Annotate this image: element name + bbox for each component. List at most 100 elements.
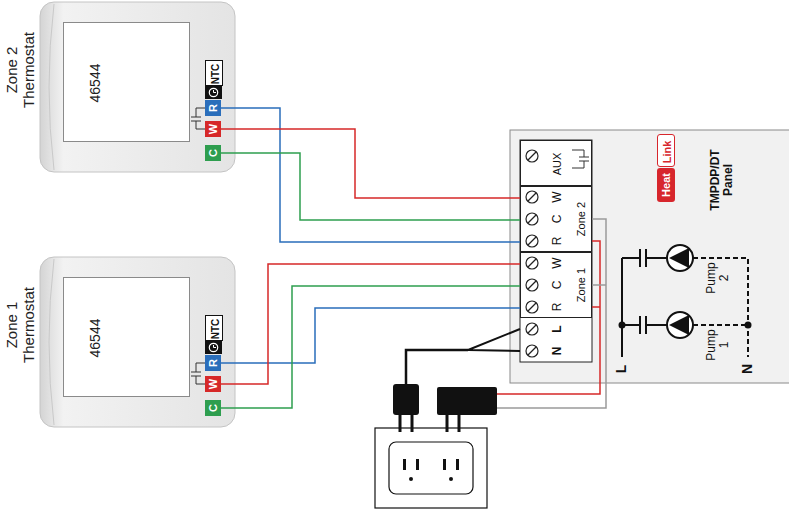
wire-terminal: C	[205, 145, 221, 161]
wire-terminal-label: C	[207, 404, 219, 412]
terminal-cell-label: C	[551, 281, 564, 290]
power-cord	[406, 329, 520, 386]
wire-terminal: C	[205, 400, 221, 416]
wire	[221, 108, 521, 242]
power-adapter	[447, 415, 459, 432]
wire-terminal-label: W	[207, 124, 219, 134]
brand-logo: Heat	[657, 168, 675, 202]
jumper-symbol	[191, 108, 205, 129]
wire	[221, 153, 521, 220]
terminal-cell: W	[521, 253, 569, 275]
thermostat-body	[49, 259, 54, 425]
terminal-screw	[528, 281, 536, 289]
thermostat-body	[40, 2, 235, 427]
power-wire	[497, 219, 606, 408]
terminal-screw	[526, 279, 538, 291]
ntc-terminal: NTC	[205, 315, 223, 341]
wall-outlet	[449, 477, 453, 481]
zone-terminal-group: Zone 1WCR	[520, 252, 592, 318]
junction-dot	[619, 322, 626, 329]
terminal-cell: R	[521, 231, 569, 253]
wall-outlet	[375, 428, 487, 508]
line-label: N	[740, 364, 755, 374]
wire-terminal: W	[205, 121, 221, 137]
terminal-screw	[528, 193, 536, 201]
aux-jumper	[572, 150, 589, 168]
clock-icon	[205, 86, 222, 99]
terminal-screw	[528, 259, 536, 267]
pump-wiring	[622, 316, 667, 334]
power-cord	[406, 350, 468, 386]
terminal-screw	[526, 301, 538, 313]
brand-logo-label: Heat	[660, 173, 672, 197]
terminal-screw	[528, 237, 536, 245]
terminal-screw	[526, 150, 538, 357]
line-label: L	[614, 365, 629, 374]
wire-terminal: W	[205, 376, 221, 392]
terminal-screw	[528, 303, 536, 311]
terminal-screw	[526, 150, 538, 162]
wire-terminal-label: C	[207, 149, 219, 157]
wall-outlet	[443, 459, 446, 470]
ntc-terminal-label: NTC	[210, 319, 221, 340]
display-screen-label: 46544	[88, 64, 103, 103]
panel-housing	[510, 130, 789, 383]
display-screen: 46544	[63, 277, 190, 397]
wire	[221, 286, 521, 408]
aux-terminal-label: AUX	[551, 153, 563, 176]
wire	[221, 264, 521, 384]
terminal-screw	[528, 347, 536, 355]
wall-outlet	[456, 459, 459, 470]
terminal-screw	[528, 152, 536, 160]
clock-icon	[209, 88, 217, 96]
wire-terminal-label: R	[207, 359, 219, 367]
terminal-screw	[526, 345, 538, 357]
power-adapter	[437, 387, 497, 432]
control-panel: TMPDP/DT PanelHeatLinkAUXZone 2WCRZone 1…	[510, 130, 789, 383]
wire	[221, 129, 521, 198]
zone-terminal-group-label: Zone 2	[575, 202, 587, 236]
pump-wiring	[621, 258, 623, 357]
panel-housing	[520, 140, 592, 362]
wall-outlet	[389, 442, 473, 494]
terminal-cell-label: W	[551, 191, 564, 202]
wall-outlet	[403, 459, 406, 470]
jumper-symbol	[191, 363, 205, 384]
wall-outlet	[409, 477, 413, 481]
terminal-cell-label: C	[551, 215, 564, 224]
wire-terminal-label: R	[207, 104, 219, 112]
ntc-terminal-label: NTC	[210, 64, 221, 85]
power-adapter	[437, 387, 497, 415]
wire-terminal-label: W	[207, 379, 219, 389]
display-screen: 46544	[63, 22, 190, 142]
terminal-screw	[528, 325, 536, 333]
pump-wiring	[622, 249, 748, 357]
terminal-cell-label: L	[551, 325, 564, 332]
terminal-screw	[526, 257, 538, 269]
aux-jumper	[572, 150, 589, 168]
wall-outlet	[375, 428, 487, 508]
power-cord	[468, 329, 520, 351]
panel-housing	[510, 130, 789, 383]
plug	[393, 384, 419, 432]
pump-symbol	[667, 245, 693, 271]
terminal-screw	[526, 191, 538, 203]
pump-symbol	[669, 315, 689, 335]
clock-icon	[205, 86, 222, 354]
wire-terminal: R	[205, 355, 221, 371]
thermostat-label: Zone 2 Thermostat	[4, 29, 37, 111]
terminal-cell: R	[521, 297, 569, 319]
brand-logo-label: Link	[661, 140, 673, 163]
plug	[400, 415, 412, 432]
clock-icon	[214, 345, 217, 348]
terminal-cell-label: N	[551, 347, 564, 356]
terminal-screw	[526, 323, 538, 335]
pump-symbol	[667, 312, 693, 338]
thermostat-label: Zone 1 Thermostat	[4, 284, 37, 366]
clock-icon	[205, 341, 222, 354]
pump-symbol	[667, 245, 693, 338]
clock-icon	[214, 90, 217, 93]
terminal-cell: N	[520, 340, 568, 362]
wall-outlet	[416, 459, 419, 470]
display-screen-label: 46544	[88, 319, 103, 358]
